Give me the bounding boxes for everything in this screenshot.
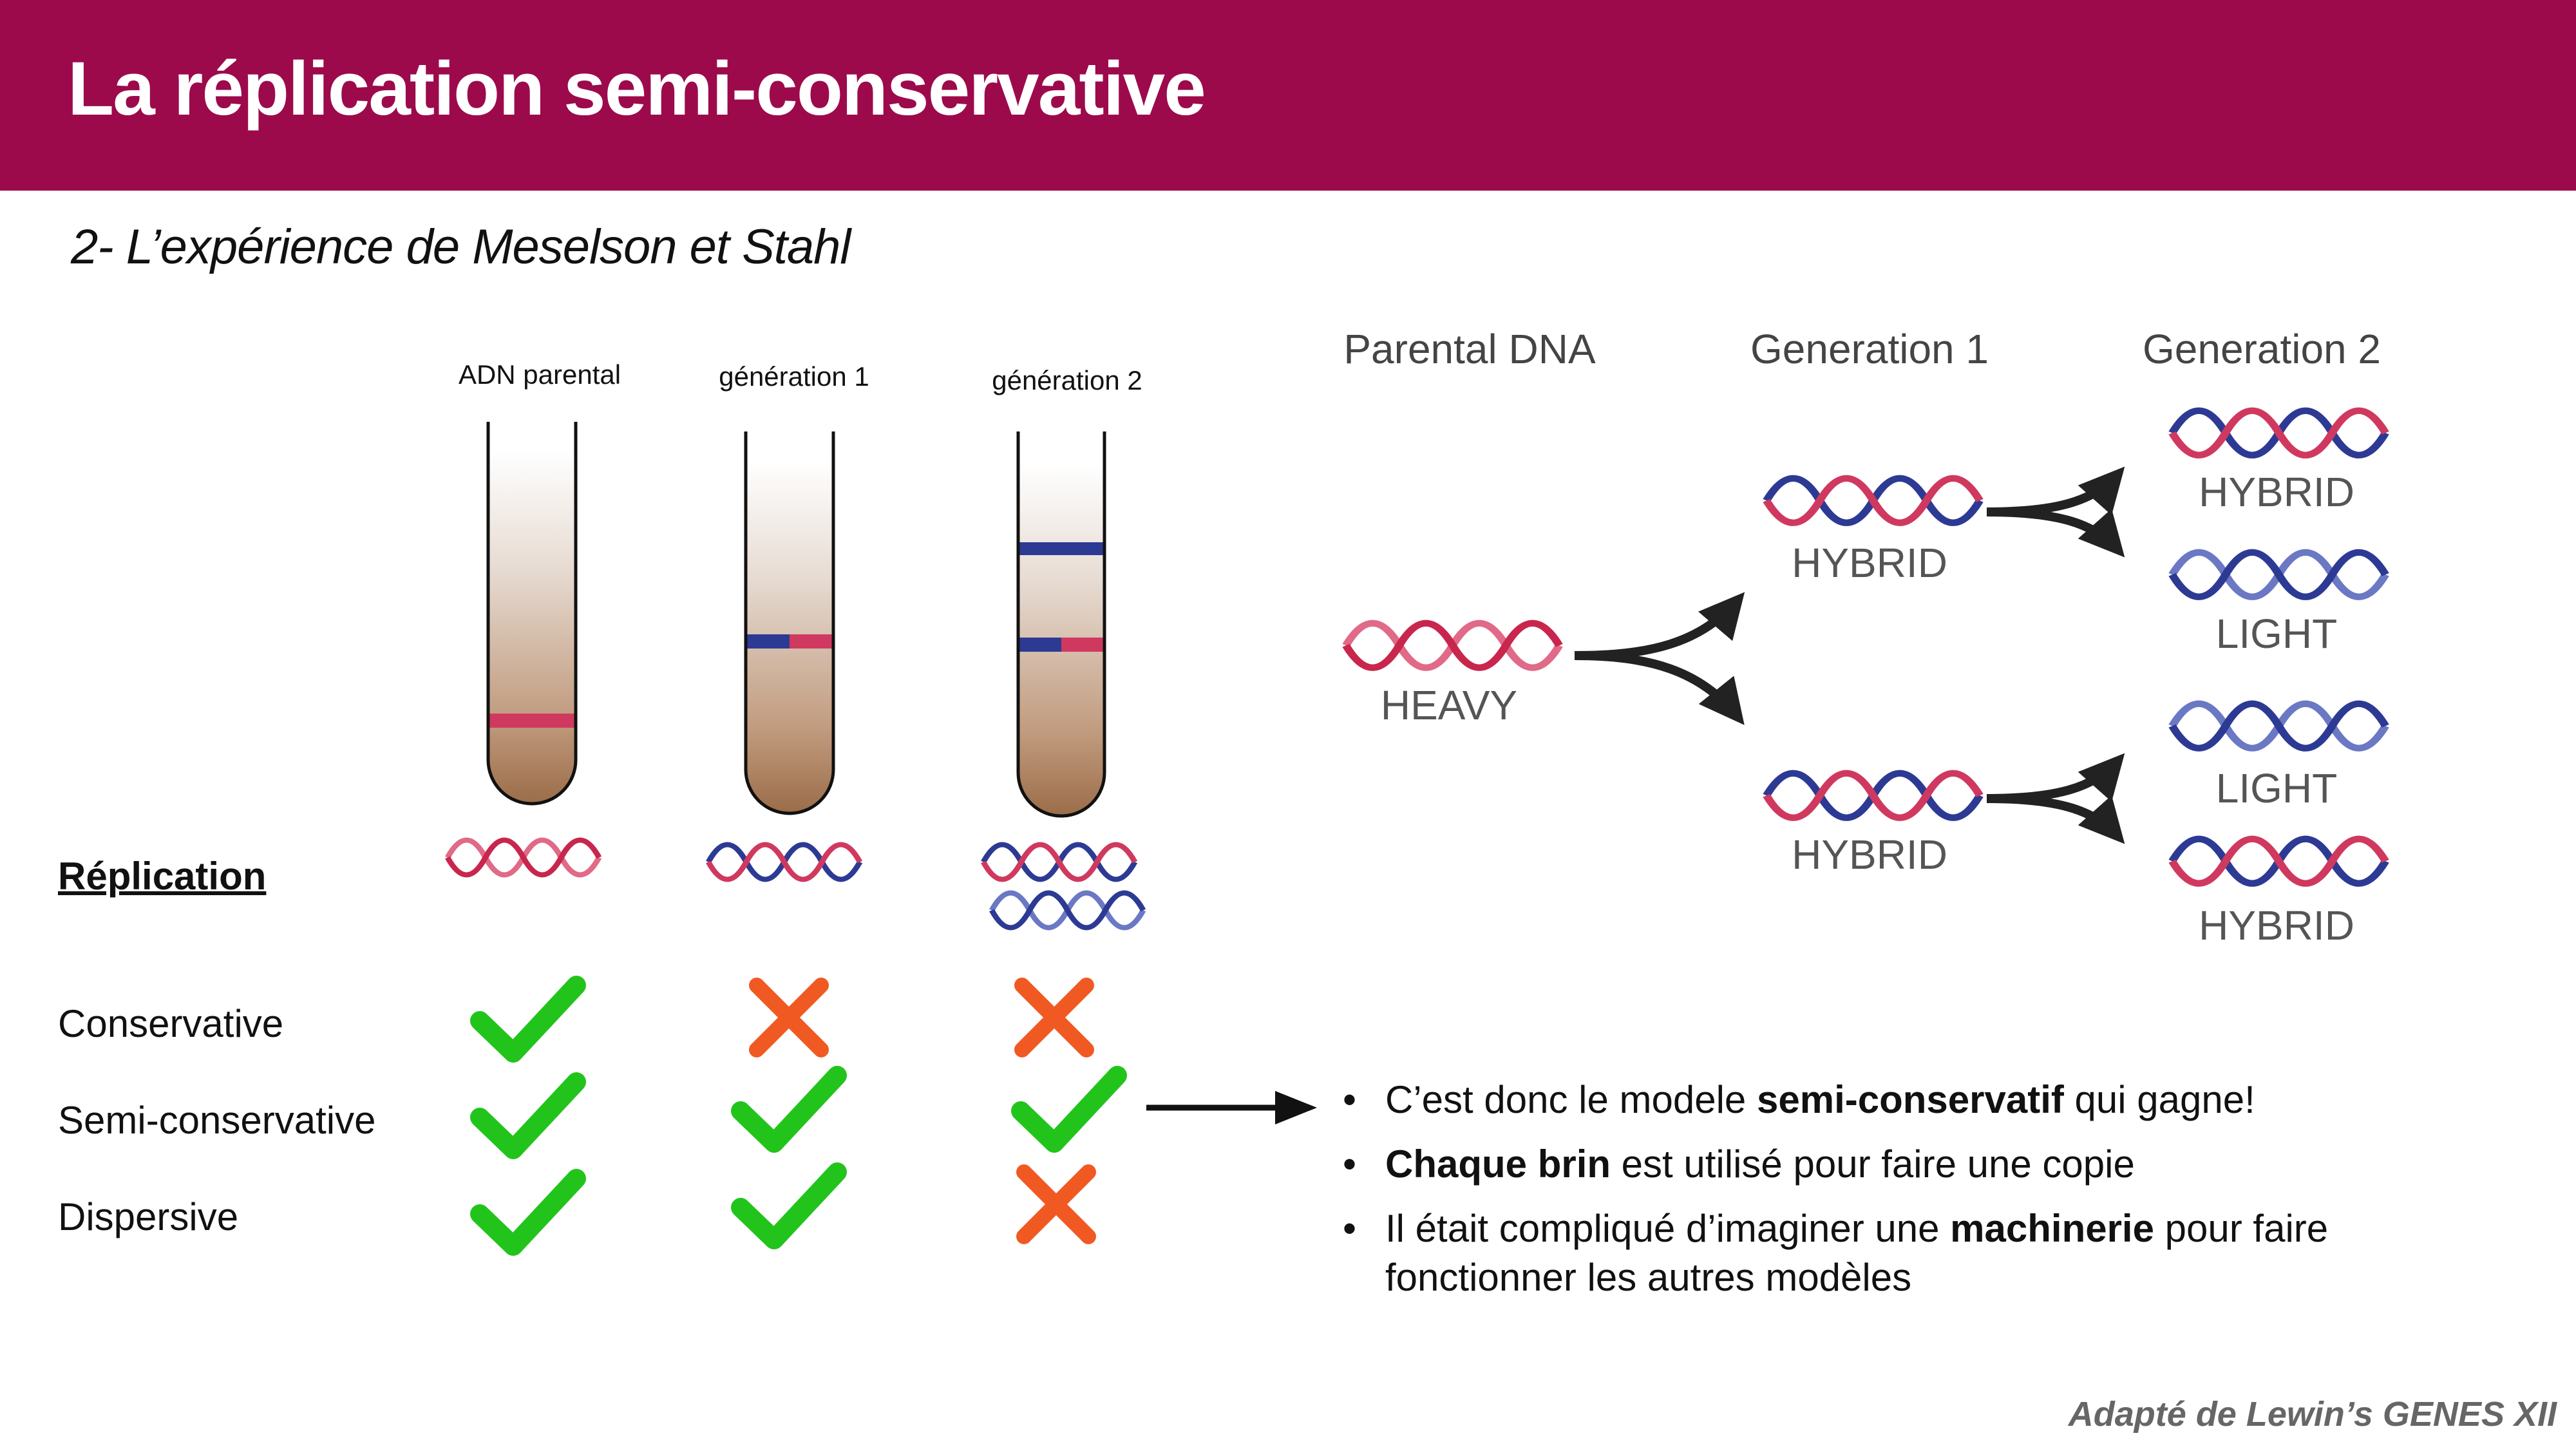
conclusion-item: Il était compliqué d’imaginer une machin… bbox=[1343, 1204, 2502, 1302]
replication-heading: Réplication bbox=[58, 855, 267, 898]
helix-hybrid-icon bbox=[983, 845, 1135, 880]
helix-hybrid-icon bbox=[1766, 773, 1980, 818]
tube-label-generation-2: génération 2 bbox=[992, 365, 1142, 395]
model-label-dispersive: Dispersive bbox=[58, 1195, 239, 1238]
subtitle: 2- L’expérience de Meselson et Stahl bbox=[71, 220, 851, 274]
model-label-conservative: Conservative bbox=[58, 1002, 284, 1045]
conclusion-item: C’est donc le modele semi-conservatif qu… bbox=[1343, 1075, 2502, 1124]
conclusion-list: C’est donc le modele semi-conservatif qu… bbox=[1343, 1075, 2502, 1318]
conclusion-arrow bbox=[1146, 1091, 1317, 1124]
helix-hybrid-icon bbox=[2172, 839, 2385, 884]
band-hybrid-heavy-half bbox=[790, 634, 833, 649]
helix-light-icon bbox=[2172, 553, 2385, 597]
label-gen1-hybrid-top: HYBRID bbox=[1792, 540, 1947, 586]
source-credit: Adapté de Lewin’s GENES XII bbox=[2068, 1395, 2557, 1434]
helix-heavy-icon bbox=[448, 840, 599, 875]
band-light bbox=[1018, 542, 1104, 555]
check-icon bbox=[1021, 1075, 1117, 1143]
label-gen2-hybrid-2: HYBRID bbox=[2199, 902, 2354, 949]
band-hybrid-heavy-half bbox=[1061, 638, 1104, 652]
header-generation-2: Generation 2 bbox=[2142, 326, 2382, 372]
helix-hybrid-icon bbox=[708, 845, 860, 880]
helix-heavy-icon bbox=[1346, 623, 1559, 668]
helix-light-icon bbox=[2172, 704, 2385, 748]
label-gen2-light-1: LIGHT bbox=[2215, 611, 2338, 657]
helix-light-icon bbox=[992, 893, 1143, 928]
tube-generation-1 bbox=[744, 431, 835, 815]
branch-arrows bbox=[1574, 466, 2125, 844]
band-hybrid-light-half bbox=[1018, 638, 1061, 652]
band-heavy bbox=[488, 714, 576, 728]
cross-icon bbox=[757, 985, 821, 1050]
slide-title: La réplication semi-conservative bbox=[68, 46, 1206, 131]
conclusion-item: Chaque brin est utilisé pour faire une c… bbox=[1343, 1140, 2502, 1189]
tube-parental bbox=[486, 422, 578, 806]
cross-icon bbox=[1022, 985, 1086, 1050]
label-gen1-hybrid-bottom: HYBRID bbox=[1792, 831, 1947, 878]
header-bar bbox=[0, 0, 2576, 191]
tube-generation-2 bbox=[1016, 431, 1106, 818]
model-label-semi-conservative: Semi-conservative bbox=[58, 1099, 376, 1142]
check-icon bbox=[480, 985, 576, 1053]
tube-label-generation-1: génération 1 bbox=[719, 361, 869, 392]
header-generation-1: Generation 1 bbox=[1750, 326, 1989, 372]
band-hybrid-light-half bbox=[746, 634, 790, 649]
helix-hybrid-icon bbox=[2172, 411, 2385, 455]
helix-hybrid-icon bbox=[1766, 478, 1980, 523]
check-icon bbox=[741, 1075, 837, 1143]
label-gen2-hybrid-1: HYBRID bbox=[2199, 469, 2354, 515]
header-parental-dna: Parental DNA bbox=[1343, 326, 1596, 372]
check-icon bbox=[480, 1179, 576, 1246]
tube-label-parental: ADN parental bbox=[458, 359, 621, 390]
cross-icon bbox=[1024, 1172, 1088, 1236]
check-icon bbox=[741, 1172, 837, 1240]
label-gen2-light-2: LIGHT bbox=[2215, 765, 2338, 811]
check-icon bbox=[480, 1082, 576, 1150]
label-heavy: HEAVY bbox=[1380, 682, 1518, 728]
